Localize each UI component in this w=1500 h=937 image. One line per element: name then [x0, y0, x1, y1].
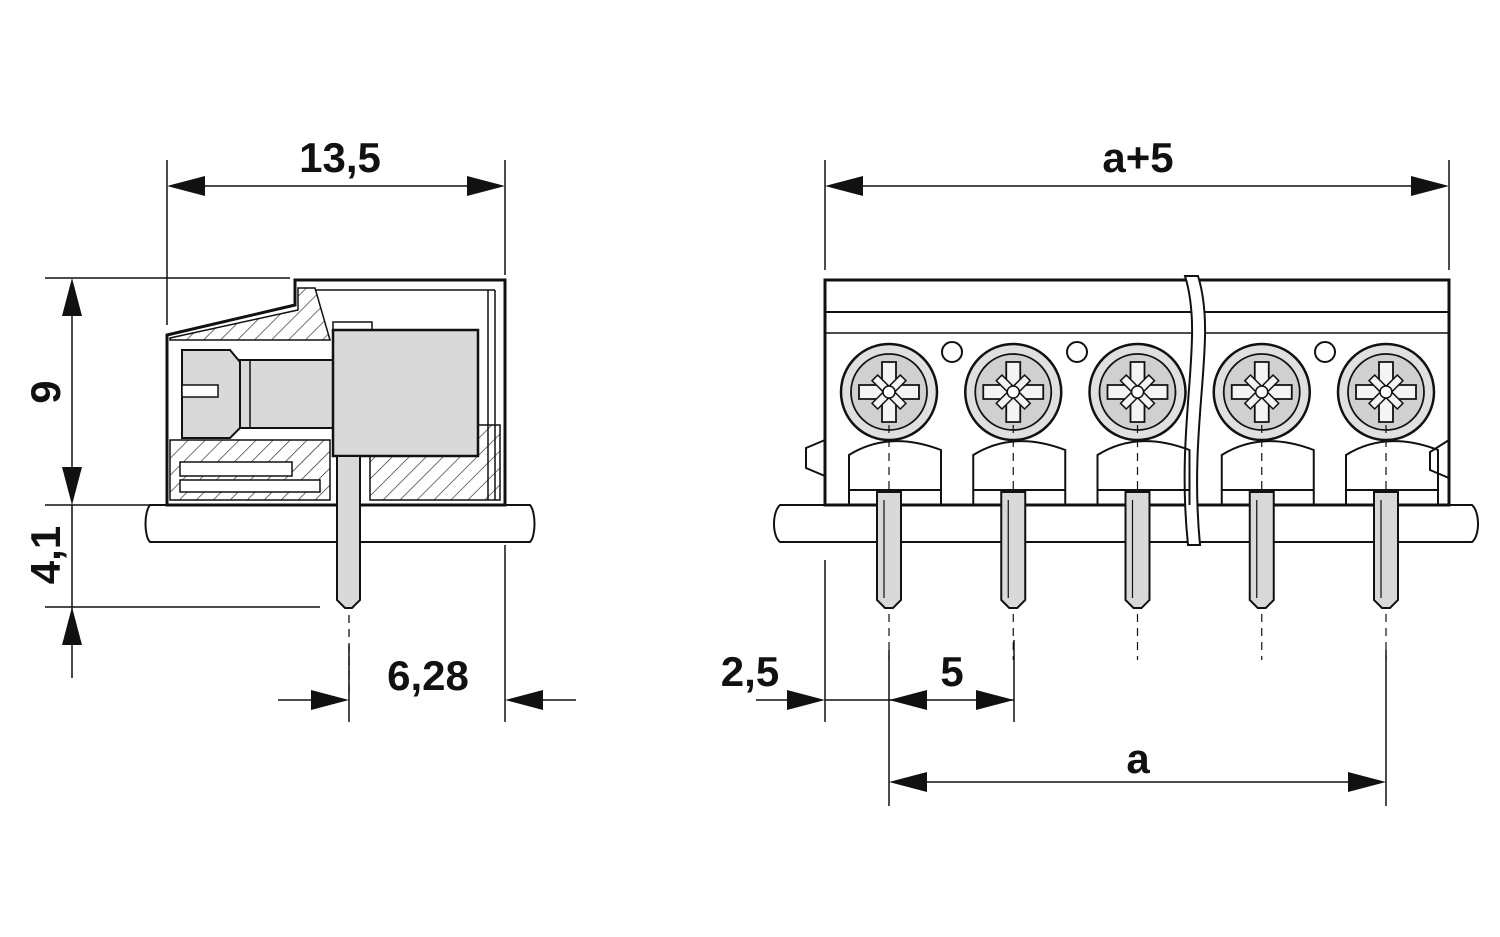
terminal-pin — [1373, 491, 1399, 609]
terminal — [964, 342, 1067, 660]
dim-width-label: 13,5 — [299, 134, 381, 181]
housing-slot — [179, 461, 293, 477]
terminal — [1088, 342, 1191, 660]
hole — [1314, 341, 1336, 363]
housing-outline — [165, 278, 507, 507]
clamp-body — [331, 328, 480, 458]
dim-total-width-label: a+5 — [1102, 134, 1173, 181]
screw-shaft — [239, 359, 336, 429]
dim-pin-length-label: 4,1 — [22, 526, 69, 584]
dim-edge-offset-label: 2,5 — [721, 648, 779, 695]
front-view: a+5 2,5 5 a — [721, 134, 1479, 806]
terminal-pin — [1124, 491, 1151, 609]
hole — [1066, 341, 1088, 363]
side-view: 13,5 9 4,1 6,28 — [22, 134, 576, 722]
dim-height-label: 9 — [22, 380, 69, 403]
pcb-board-front — [773, 504, 1479, 543]
terminal-pin — [876, 491, 902, 609]
pin — [336, 455, 361, 609]
hole — [941, 341, 963, 363]
housing-hatch-top — [169, 287, 331, 341]
terminal — [1212, 342, 1315, 660]
terminal — [1336, 342, 1439, 660]
dim-pitch-label: 5 — [940, 648, 963, 695]
pcb-board — [144, 504, 536, 543]
dim-pin-offset-label: 6,28 — [387, 652, 469, 699]
housing-slot-lower — [179, 479, 321, 493]
terminal — [839, 342, 942, 660]
terminals — [839, 342, 1439, 660]
dim-span-label: a — [1126, 735, 1150, 782]
terminal-pin — [1248, 491, 1275, 609]
terminal-pin — [1000, 491, 1027, 609]
